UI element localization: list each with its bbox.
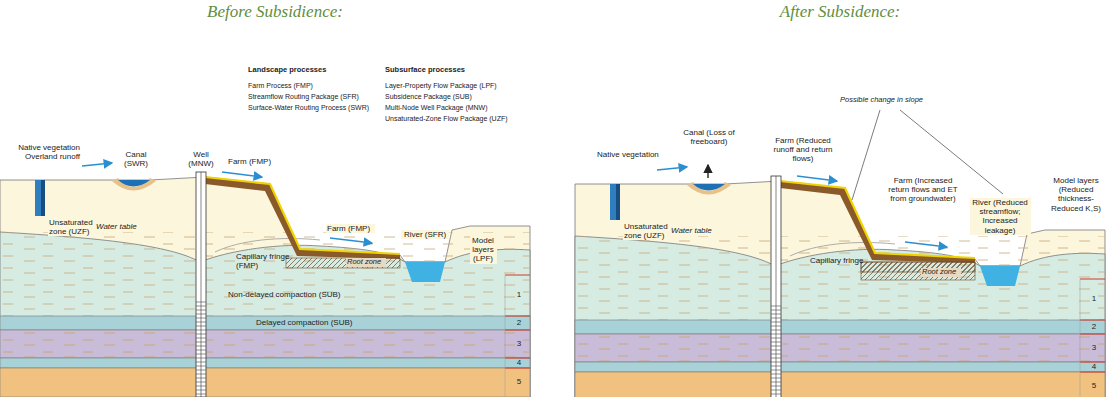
- layer-number: 4: [512, 358, 526, 367]
- annotation: Possible change in slope: [840, 96, 950, 105]
- feature-label: Canal (SWR): [116, 150, 156, 168]
- layer-number: 3: [1087, 343, 1101, 352]
- legend-item: Layer-Property Flow Package (LPF): [385, 82, 525, 90]
- zone-label: Capillary fringe: [810, 256, 870, 265]
- legend-heading: Subsurface processes: [385, 66, 525, 75]
- zone-label: Water table: [670, 226, 716, 235]
- feature-label: River (SFR): [401, 230, 449, 239]
- feature-label: Farm (FMP): [326, 224, 375, 233]
- legend-item: Streamflow Routing Package (SFR): [248, 93, 378, 101]
- legend-item: Farm Process (FMP): [248, 82, 378, 90]
- legend-item: Subsidence Package (SUB): [385, 93, 525, 101]
- panel-heading: Before Subsidience:: [190, 2, 360, 22]
- feature-label: Native vegetation Overland runoff: [2, 143, 80, 161]
- zone-label: Unsaturated zone (UZF): [48, 218, 97, 236]
- zone-label: Water table: [95, 222, 141, 231]
- zone-label: Capillary fringe (FMP): [236, 252, 298, 270]
- zone-label: Root zone: [346, 258, 386, 267]
- feature-label: Farm (FMP): [228, 157, 288, 166]
- legend-heading: Landscape processes: [248, 66, 378, 75]
- legend-item: Unsaturated-Zone Flow Package (UZF): [385, 115, 525, 123]
- layer-number: 1: [512, 290, 526, 299]
- layer-number: 4: [1087, 362, 1101, 371]
- layer-number: 5: [1087, 381, 1101, 390]
- legend-item: Multi-Node Well Package (MNW): [385, 104, 525, 112]
- layer-number: 2: [512, 318, 526, 327]
- zone-label: Unsaturated zone (UZF): [623, 222, 672, 240]
- legend-item: Surface-Water Routing Process (SWR): [248, 104, 378, 112]
- layer-number: 5: [512, 377, 526, 386]
- zone-label: Root zone: [921, 268, 961, 277]
- feature-label: Native vegetation: [597, 150, 677, 159]
- panel-heading: After Subsidence:: [755, 2, 925, 22]
- feature-label: River (Reduced streamflow; Increased lea…: [970, 198, 1031, 235]
- feature-label: Farm (Increased return flows and ET from…: [884, 176, 962, 204]
- axis-label: Model layers (Reduced thickness- Reduced…: [1046, 176, 1106, 213]
- feature-label: Canal (Loss of freeboard): [682, 128, 736, 146]
- feature-label: Well (MNW): [180, 150, 222, 168]
- axis-label: Model layers (LPF): [470, 236, 497, 264]
- layer-label: Delayed compaction (SUB): [256, 318, 406, 327]
- layer-number: 2: [1087, 322, 1101, 331]
- layer-number: 3: [512, 339, 526, 348]
- layer-label: Non-delayed compaction (SUB): [228, 290, 388, 299]
- feature-label: Farm (Reduced runoff and return flows): [770, 136, 836, 164]
- layer-number: 1: [1087, 294, 1101, 303]
